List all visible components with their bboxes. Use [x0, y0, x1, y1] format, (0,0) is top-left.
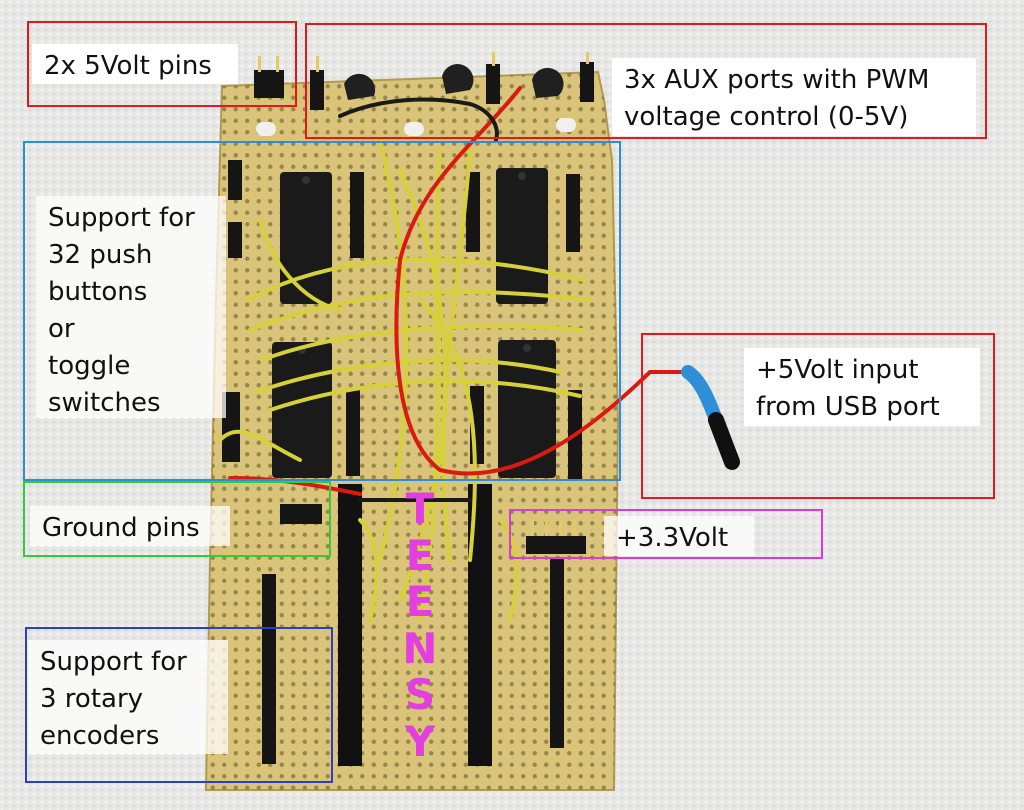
black-wires — [338, 97, 499, 503]
usb-input-label: +5Volt input from USB port — [744, 348, 980, 426]
teensy-socket-left — [338, 484, 362, 766]
pin-tips — [258, 52, 589, 536]
aux-ports-label: 3x AUX ports with PWM voltage control (0… — [612, 58, 976, 136]
ic-chip-top-right — [496, 168, 548, 304]
yellow-wires — [218, 138, 592, 622]
annotation-boxes — [23, 21, 995, 783]
usb-power-plug — [681, 365, 740, 470]
ic-chip-bottom-right — [498, 340, 556, 478]
transistors — [344, 64, 564, 100]
rotary-encoders-label: Support for 3 rotary encoders — [28, 640, 228, 754]
push-buttons-label: Support for 32 push buttons or toggle sw… — [36, 196, 226, 418]
header-pins — [222, 62, 594, 764]
teensy-label: TEENSY — [402, 484, 438, 766]
ic-chip-bottom-left — [272, 342, 332, 478]
ic-chip-top-left — [280, 172, 332, 304]
three-three-volt-label: +3.3Volt — [604, 516, 754, 556]
five-volt-pins-label: 2x 5Volt pins — [32, 44, 238, 84]
ground-pins-label: Ground pins — [30, 506, 230, 546]
